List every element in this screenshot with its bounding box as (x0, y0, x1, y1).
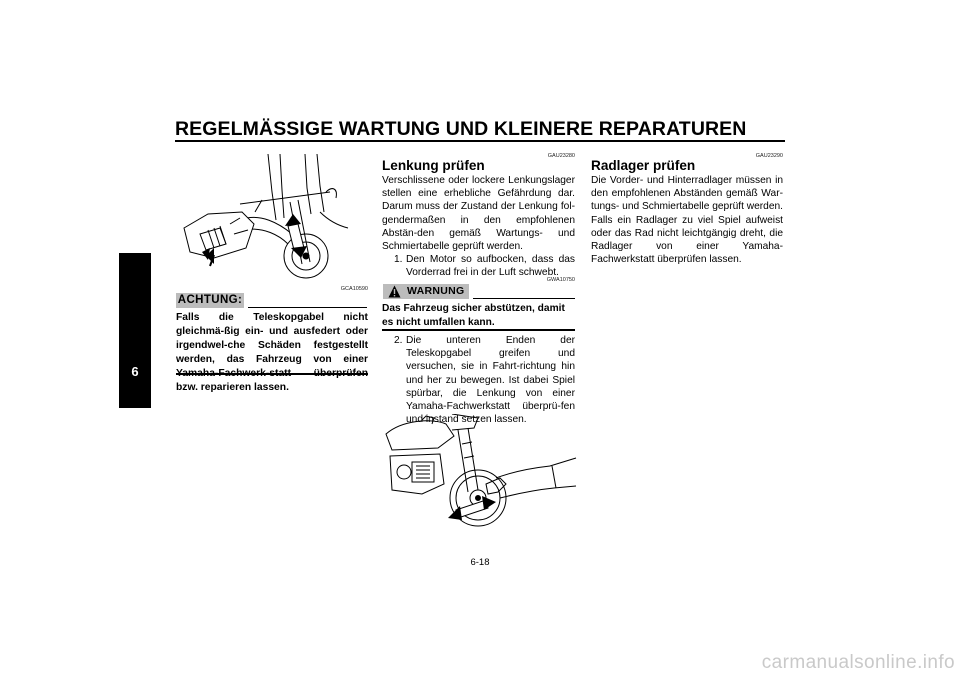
warning-word: WARNUNG (407, 285, 465, 297)
page-title: REGELMÄSSIGE WARTUNG UND KLEINERE REPARA… (175, 118, 747, 140)
warning-triangle-icon (388, 285, 401, 298)
section-title-steering: Lenkung prüfen (382, 158, 485, 173)
fork-check-illustration (183, 153, 349, 279)
chapter-tab (119, 253, 151, 408)
warning-rule (473, 298, 575, 299)
steering-body: Verschlissene oder lockere Lenkungslager… (382, 175, 575, 253)
steering-check-illustration (385, 414, 577, 527)
section-title-wheel-bearings: Radlager prüfen (591, 158, 696, 173)
footer-watermark: carmanualsonline.info (761, 652, 955, 673)
figure-code: GCA10590 (340, 286, 368, 292)
step-2-text: Die unteren Enden der Teleskopgabel grei… (406, 335, 575, 426)
header-rule (175, 140, 785, 142)
section-code: GAU23280 (547, 153, 575, 159)
step-1: 1. Den Motor so aufbocken, dass das Vord… (394, 253, 575, 281)
caution-end-rule (176, 373, 368, 375)
warning-label: WARNUNG (383, 284, 469, 299)
step-1-number: 1. (394, 254, 403, 265)
warning-end-rule (382, 329, 575, 331)
caution-rule (248, 307, 367, 308)
step-2: 2. Die unteren Enden der Teleskopgabel g… (394, 334, 575, 425)
wheel-bearing-body: Die Vorder- und Hinterradlager müssen in… (591, 175, 783, 266)
caution-text: Falls die Teleskopgabel nicht gleichmä-ß… (176, 312, 368, 393)
warning-code: GWA10750 (546, 277, 575, 283)
step-2-number: 2. (394, 335, 403, 346)
section-code-right: GAU23290 (755, 153, 783, 159)
warning-text: Das Fahrzeug sicher abstützen, damit es … (382, 303, 565, 328)
step-1-text: Den Motor so aufbocken, dass das Vorderr… (406, 254, 575, 279)
caution-label: ACHTUNG: (176, 293, 244, 308)
page-number: 6-18 (470, 557, 490, 568)
chapter-number: 6 (131, 364, 139, 379)
